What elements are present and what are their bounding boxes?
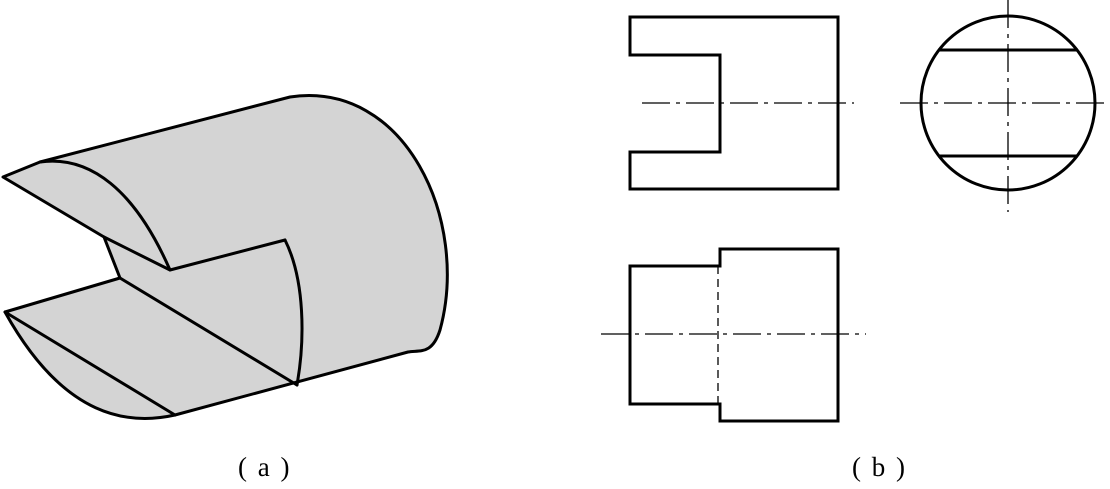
slot-shoulder-arc (283, 238, 304, 387)
caption-a: ( a ) (238, 452, 292, 482)
isometric-view (1, 94, 449, 420)
side-view (900, 0, 1110, 212)
front-view-outline (628, 15, 840, 191)
top-jaw-end-face (38, 159, 172, 272)
orthographic-views (601, 0, 1110, 423)
caption-b: ( b ) (852, 452, 907, 482)
slot-step-edge (102, 235, 287, 272)
top-view (601, 247, 866, 423)
top-view-outline (628, 247, 840, 423)
front-view (628, 15, 854, 191)
bottom-jaw-end-face (3, 310, 177, 417)
bottom-jaw-edge (118, 276, 299, 387)
